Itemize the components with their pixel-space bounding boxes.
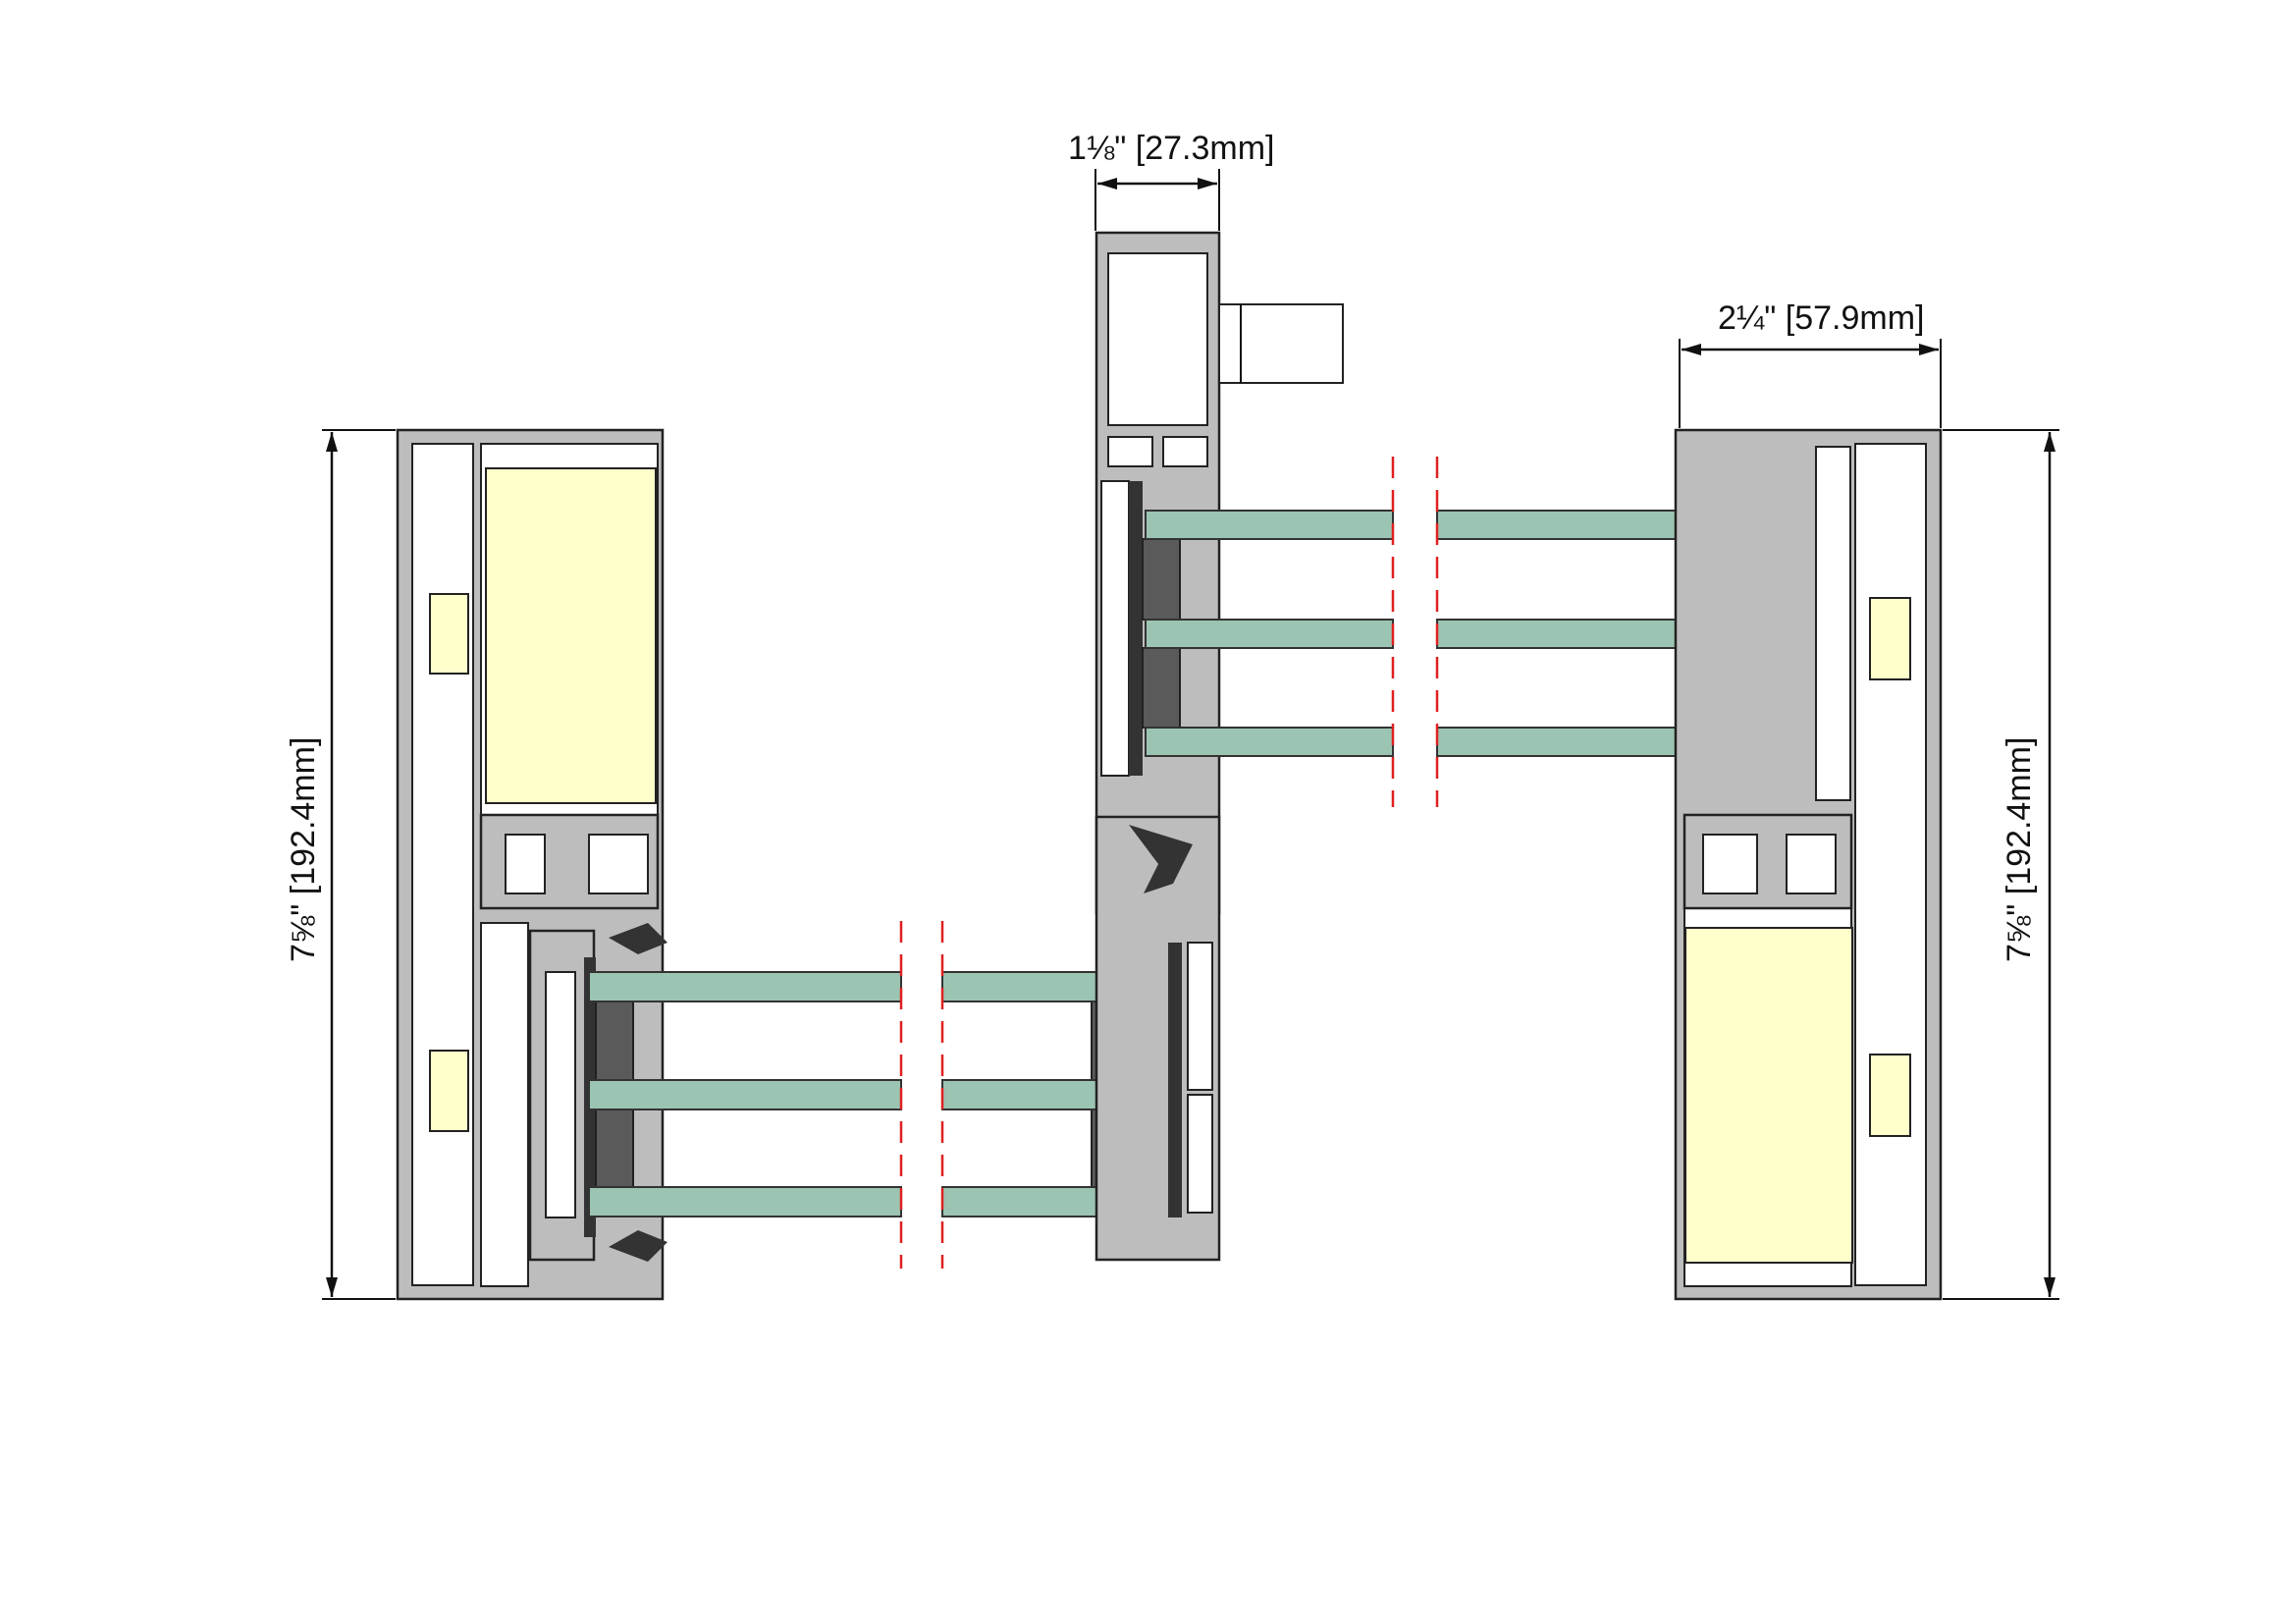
right-frame-insulation bbox=[1684, 927, 1853, 1264]
left-thermal-break-bottom bbox=[429, 1050, 469, 1132]
dimension-height-right: 7⅝" [192.4mm] bbox=[1943, 429, 2059, 1300]
handle-escutcheon bbox=[1218, 303, 1344, 384]
left-glass-pane-inner bbox=[588, 1186, 902, 1217]
right-glass-pane-outer bbox=[1145, 510, 1394, 540]
right-glass-pane-inner bbox=[1145, 727, 1394, 757]
dimension-label-interlock: 1⅛" [27.3mm] bbox=[1068, 130, 1275, 167]
dimension-frame-depth: 2¼" [57.9mm] bbox=[1679, 299, 1942, 428]
dimension-label-frame-depth: 2¼" [57.9mm] bbox=[1718, 299, 1925, 337]
right-thermal-break-bottom bbox=[1869, 1054, 1911, 1137]
left-thermal-break-top bbox=[429, 593, 469, 675]
dimension-label-height-right: 7⅝" [192.4mm] bbox=[2001, 737, 2038, 962]
left-glass-pane-outer bbox=[588, 971, 902, 1002]
break-lines bbox=[899, 457, 1439, 1269]
left-sash bbox=[528, 923, 1171, 1262]
left-frame bbox=[396, 428, 665, 1301]
left-glass-pane-middle bbox=[588, 1079, 902, 1110]
dimension-interlock-width: 1⅛" [27.3mm] bbox=[1068, 130, 1275, 231]
dimension-label-height-left: 7⅝" [192.4mm] bbox=[285, 737, 322, 962]
dimension-height-left: 7⅝" [192.4mm] bbox=[285, 429, 396, 1300]
right-frame bbox=[1674, 428, 1943, 1301]
left-frame-insulation bbox=[485, 467, 657, 804]
right-thermal-break-top bbox=[1869, 597, 1911, 680]
right-glass-pane-middle bbox=[1145, 619, 1394, 649]
